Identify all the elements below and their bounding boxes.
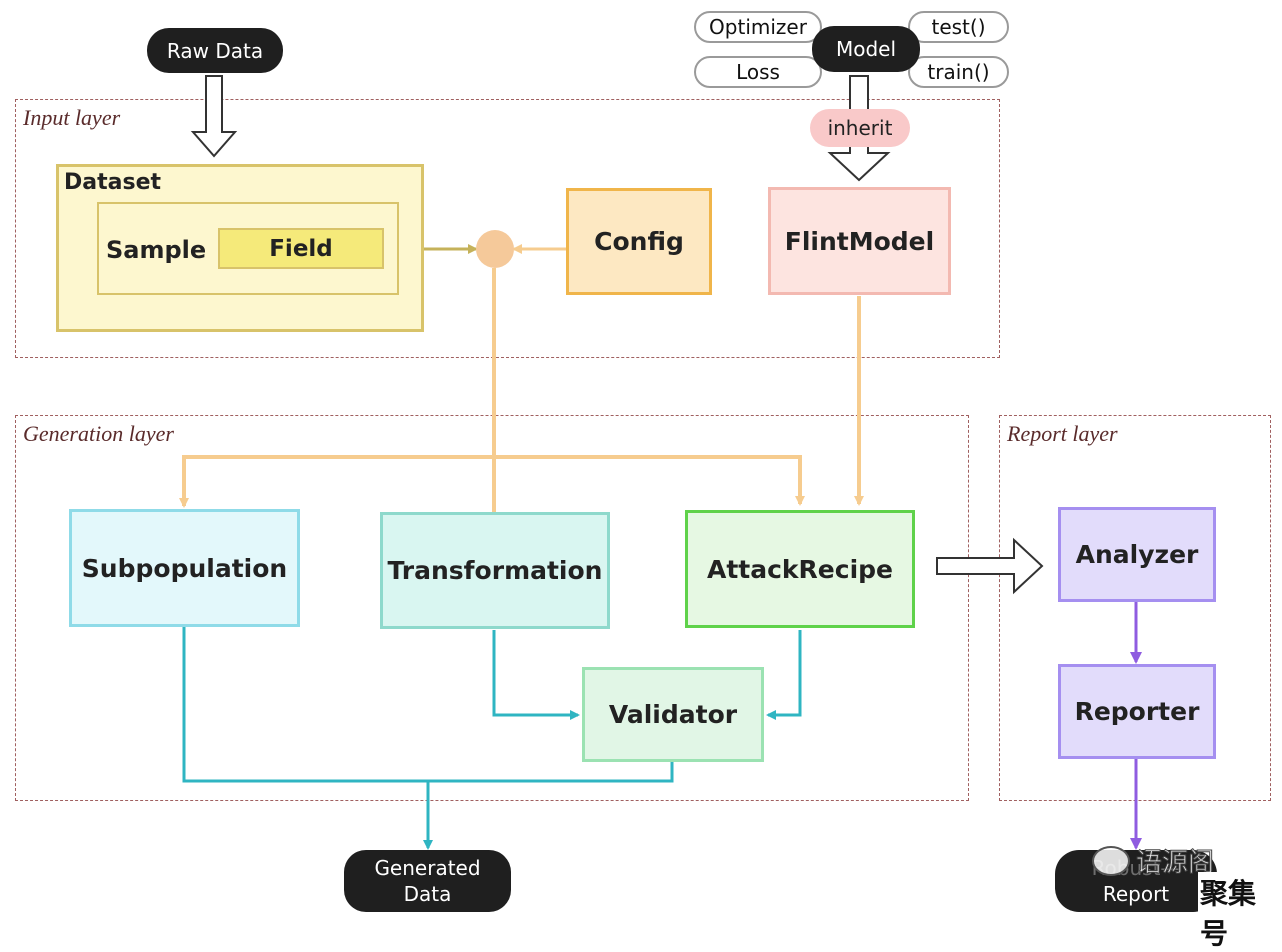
report-node[interactable]: Robust— Report [1055, 850, 1217, 912]
wechat-watermark: 语源阁 [1092, 842, 1215, 879]
test-node[interactable]: test() [908, 11, 1009, 43]
attack-to-validator-line [766, 630, 802, 720]
reporter-box[interactable]: Reporter [1058, 664, 1216, 759]
transformation-box[interactable]: Transformation [380, 512, 610, 629]
validator-box[interactable]: Validator [582, 667, 764, 762]
config-box[interactable]: Config [566, 188, 712, 295]
dataset-title: Dataset [64, 170, 162, 195]
raw-data-arrow [190, 75, 238, 158]
report-hollow-arrow [936, 537, 1044, 595]
sample-label: Sample [106, 236, 207, 264]
generation-layer-label: Generation layer [23, 421, 174, 446]
flintmodel-box[interactable]: FlintModel [768, 187, 951, 295]
input-layer-label: Input layer [23, 105, 121, 130]
input-layer-frame [15, 99, 1000, 358]
orange-bus-line [182, 455, 805, 506]
raw-data-node[interactable]: Raw Data [147, 28, 283, 73]
attackrecipe-box[interactable]: AttackRecipe [685, 510, 915, 628]
junction-node [476, 230, 514, 268]
connector-lines [179, 75, 1142, 850]
loss-node[interactable]: Loss [694, 56, 822, 88]
transformation-to-validator-line [492, 630, 580, 720]
brand-watermark: 聚集号 [1198, 872, 1282, 952]
report-node-bottom: Report [1102, 882, 1170, 906]
inherit-label: inherit [810, 109, 910, 147]
wechat-icon [1092, 845, 1130, 876]
analyzer-box[interactable]: Analyzer [1058, 507, 1216, 602]
report-layer-label: Report layer [1007, 421, 1118, 446]
field-box[interactable]: Field [218, 228, 384, 269]
subpopulation-box[interactable]: Subpopulation [69, 509, 300, 627]
generated-data-node[interactable]: Generated Data [344, 850, 511, 912]
train-node[interactable]: train() [908, 56, 1009, 88]
model-node[interactable]: Model [812, 26, 920, 72]
optimizer-node[interactable]: Optimizer [694, 11, 822, 43]
